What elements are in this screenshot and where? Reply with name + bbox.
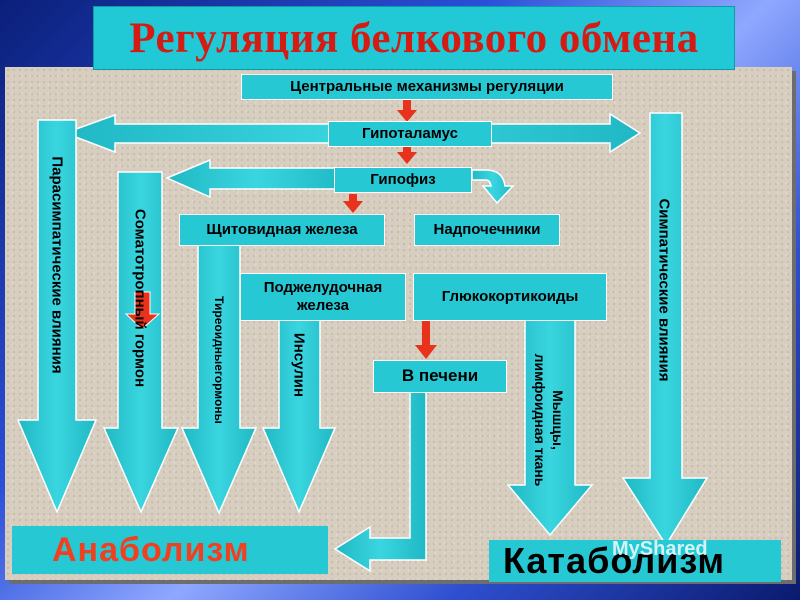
curved-arrow-to-adrenals: [471, 169, 515, 205]
label-insulin: Инсулин: [290, 332, 308, 398]
red-arrow-somatotropic: [124, 291, 161, 330]
node-central-mechanisms: Центральные механизмы регуляции: [241, 74, 613, 100]
red-arrow-hypothalamus-pituitary: [397, 146, 417, 164]
label-muscles-line2: лимфоидная ткань: [532, 353, 548, 487]
arrow-insulin: [261, 317, 337, 514]
page-title: Регуляция белкового обмена: [93, 6, 735, 70]
red-arrow-pituitary-thyroid: [343, 194, 363, 213]
left-arrow-pituitary: [165, 158, 346, 199]
arrow-sympathetic: [621, 112, 709, 547]
node-thyroid: Щитовидная железа: [179, 214, 385, 246]
red-arrow-glucocorticoids-liver: [415, 320, 437, 359]
node-liver: В печени: [373, 360, 507, 393]
node-hypothalamus: Гипоталамус: [328, 121, 492, 147]
outcome-catabolism: Катаболизм: [489, 540, 781, 582]
node-adrenals: Надпочечники: [414, 214, 560, 246]
label-somatotropic: Соматотропный гормон: [131, 208, 149, 388]
arrow-parasympathetic: [16, 119, 98, 514]
arrow-liver-to-anabolism: [333, 391, 427, 573]
node-pancreas: Поджелудочная железа: [240, 273, 406, 321]
label-thyroid-hormones: Тиреоидныегормоны: [212, 296, 226, 424]
watermark-text: MyShared: [612, 538, 708, 560]
arrow-somatotropic: [102, 171, 180, 514]
label-sympathetic: Симпатические влияния: [655, 198, 673, 382]
arrow-muscles: [506, 317, 594, 537]
node-glucocorticoids: Глюкокортикоиды: [413, 273, 607, 321]
label-muscles-line1: Мышцы,: [550, 390, 566, 450]
outcome-anabolism: Анаболизм: [12, 526, 328, 574]
label-parasympathetic: Парасимпатические влияния: [48, 156, 66, 374]
node-pituitary: Гипофиз: [334, 167, 472, 193]
red-arrow-central-hypothalamus: [397, 100, 417, 122]
